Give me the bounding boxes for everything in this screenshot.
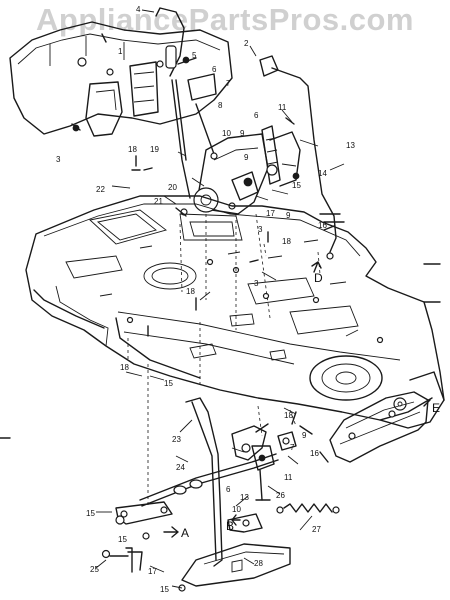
callout-14: 14	[318, 169, 327, 178]
lower-linkage	[101, 397, 297, 592]
callout-6c: 6	[226, 485, 231, 494]
callout-23: 23	[172, 435, 181, 444]
callout-15b: 15	[164, 379, 173, 388]
callout-15d: 15	[118, 535, 127, 544]
callout-19: 19	[150, 145, 159, 154]
leader-lines	[95, 9, 359, 589]
callout-3b: 3	[258, 225, 263, 234]
front-axle-support	[329, 391, 429, 463]
hardware-bolts	[71, 33, 335, 463]
callout-10: 10	[222, 129, 231, 138]
callout-9d: 9	[302, 431, 307, 440]
callout-21: 21	[154, 197, 163, 206]
callout-5: 5	[192, 51, 197, 60]
ref-letter-b: B	[226, 519, 234, 533]
callout-20: 20	[168, 183, 177, 192]
callout-9c: 9	[286, 211, 291, 220]
callout-11: 11	[278, 103, 287, 112]
callout-4: 4	[136, 5, 141, 14]
callout-9: 9	[240, 129, 245, 138]
callout-10b: 10	[232, 505, 241, 514]
callout-27: 27	[312, 525, 321, 534]
dash-panel	[9, 21, 233, 137]
ref-letter-d: D	[314, 271, 323, 285]
callout-13b: 13	[240, 493, 249, 502]
ref-letter-a: A	[181, 526, 189, 540]
callout-labels: 4 1 5 6 7 2 8 11 6 13 10 9 9 14 15 17 9 …	[56, 5, 355, 594]
callout-3: 3	[56, 155, 61, 164]
shift-rod	[259, 55, 345, 260]
callout-18e: 18	[284, 411, 293, 420]
callout-9b: 9	[244, 153, 249, 162]
callout-8: 8	[218, 101, 223, 110]
throttle-control-linkage	[155, 7, 218, 199]
callout-28: 28	[254, 559, 263, 568]
callout-7: 7	[226, 79, 231, 88]
callout-6b: 6	[254, 111, 259, 120]
callout-6: 6	[212, 65, 217, 74]
callout-18b: 18	[282, 237, 291, 246]
callout-18d: 18	[120, 363, 129, 372]
callout-16: 16	[318, 221, 327, 230]
spring	[276, 503, 340, 514]
ref-letter-e: E	[432, 401, 440, 415]
callout-7b: 7	[290, 443, 295, 452]
callout-18: 18	[128, 145, 137, 154]
callout-1: 1	[118, 47, 123, 56]
callout-3c: 3	[254, 279, 259, 288]
callout-13: 13	[346, 141, 355, 150]
main-frame	[25, 195, 445, 429]
callout-18c: 18	[186, 287, 195, 296]
reference-letter-labels: A B D E	[181, 271, 440, 540]
callout-15: 15	[292, 181, 301, 190]
callout-16b: 16	[310, 449, 319, 458]
callout-15c: 15	[86, 509, 95, 518]
callout-25: 25	[90, 565, 99, 574]
margin-marks	[0, 263, 441, 439]
callout-26: 26	[276, 491, 285, 500]
callout-17b: 17	[148, 567, 157, 576]
lift-lever-assembly	[175, 125, 301, 217]
callout-2: 2	[244, 39, 249, 48]
alignment-lines	[127, 213, 321, 508]
callout-17: 17	[266, 209, 275, 218]
callout-11b: 11	[284, 473, 293, 482]
callout-22: 22	[96, 185, 105, 194]
callout-24: 24	[176, 463, 185, 472]
callout-15e: 15	[160, 585, 169, 594]
reference-arrows	[163, 261, 431, 538]
